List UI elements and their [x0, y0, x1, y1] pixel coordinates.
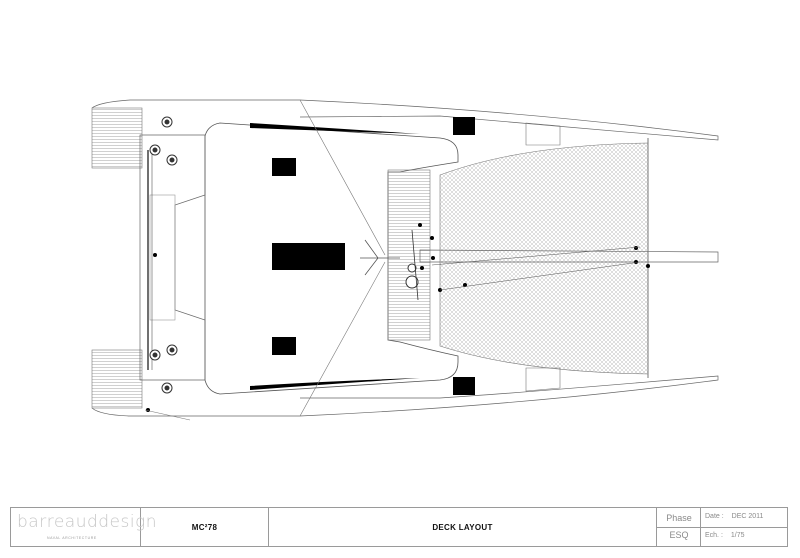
shroud-lower [299, 261, 386, 417]
company-logo-subtitle: NAVAL ARCHITECTURE [47, 536, 97, 540]
title-block: barreauddesign NAVAL ARCHITECTURE MC²78 … [10, 507, 788, 547]
scale-label: Ech. : [705, 532, 723, 539]
meta-cell: Date : DEC 2011 Ech. : 1/75 [701, 508, 787, 546]
hatch-upper-mid [272, 158, 296, 176]
drawing-title: DECK LAYOUT [432, 522, 493, 532]
shroud-upper [299, 99, 386, 256]
upper-hull-outline [91, 99, 719, 141]
mast-base [360, 229, 419, 301]
meta-divider [701, 527, 787, 528]
hatch-lower-mid [272, 337, 296, 355]
model-name: MC²78 [191, 522, 218, 532]
hatch-lower-bow [453, 377, 475, 395]
date-value: DEC 2011 [731, 513, 764, 520]
upper-side-stripe [250, 123, 420, 134]
date-label: Date : [705, 513, 724, 520]
stern-steps-lower [91, 349, 143, 409]
lower-side-stripe [250, 378, 420, 390]
title-cell: DECK LAYOUT [269, 508, 657, 546]
aft-deck-inner [149, 194, 176, 321]
hatch-upper-bow [453, 117, 475, 135]
scale-row: Ech. : 1/75 [701, 532, 787, 539]
bow-hatch-lower [525, 367, 561, 392]
forward-crossbeam-tread [387, 169, 431, 341]
phase-divider [657, 527, 701, 528]
hatch-saloon [272, 243, 345, 270]
phase-cell: Phase ESQ [657, 508, 701, 546]
logo-cell: barreauddesign NAVAL ARCHITECTURE [11, 508, 157, 546]
lower-hull-outline [91, 375, 719, 417]
model-cell: MC²78 [141, 508, 269, 546]
trampoline-net [439, 142, 649, 375]
control-line-1 [431, 246, 641, 266]
date-row: Date : DEC 2011 [701, 513, 787, 520]
winches [149, 116, 178, 394]
company-logo: barreauddesign [17, 512, 158, 532]
phase-value: ESQ [669, 530, 689, 540]
stern-steps-upper [91, 107, 143, 169]
control-line-2 [439, 261, 641, 291]
phase-label: Phase [666, 513, 692, 523]
bow-hatch-upper [525, 122, 561, 146]
transom-line [144, 409, 191, 421]
bowsprit [419, 249, 719, 263]
scale-value: 1/75 [730, 532, 745, 539]
